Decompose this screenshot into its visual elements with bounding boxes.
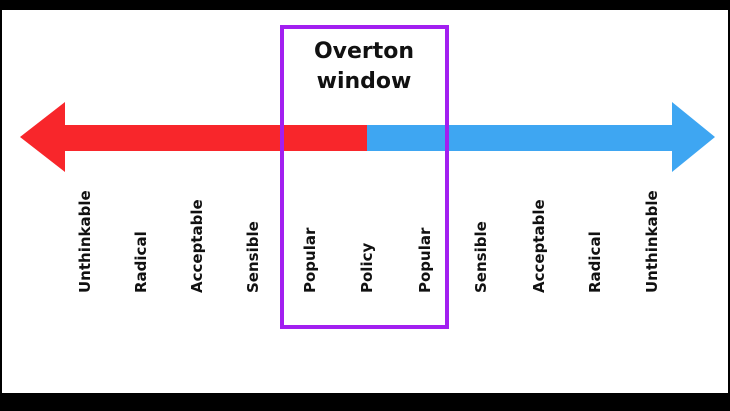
overton-window-frame	[280, 25, 449, 329]
label-popular-right: Popular	[416, 227, 434, 293]
left-arrow	[20, 102, 367, 172]
label-policy: Policy	[358, 243, 376, 293]
overton-window-diagram: Overton window Unthinkable Radical Accep…	[20, 25, 715, 329]
spectrum-labels: Unthinkable Radical Acceptable Sensible …	[76, 190, 661, 293]
label-acceptable-left: Acceptable	[188, 199, 206, 293]
label-unthinkable-left: Unthinkable	[76, 190, 94, 293]
label-sensible-left: Sensible	[244, 221, 262, 293]
diagram-panel: Overton window Unthinkable Radical Accep…	[2, 10, 728, 393]
label-popular-left: Popular	[301, 227, 319, 293]
window-title-line2: window	[317, 69, 412, 94]
label-sensible-right: Sensible	[472, 221, 490, 293]
right-arrow	[367, 102, 715, 172]
label-unthinkable-right: Unthinkable	[643, 190, 661, 293]
label-radical-right: Radical	[586, 231, 604, 293]
label-radical-left: Radical	[132, 231, 150, 293]
label-acceptable-right: Acceptable	[530, 199, 548, 293]
window-title-line1: Overton	[314, 39, 414, 64]
